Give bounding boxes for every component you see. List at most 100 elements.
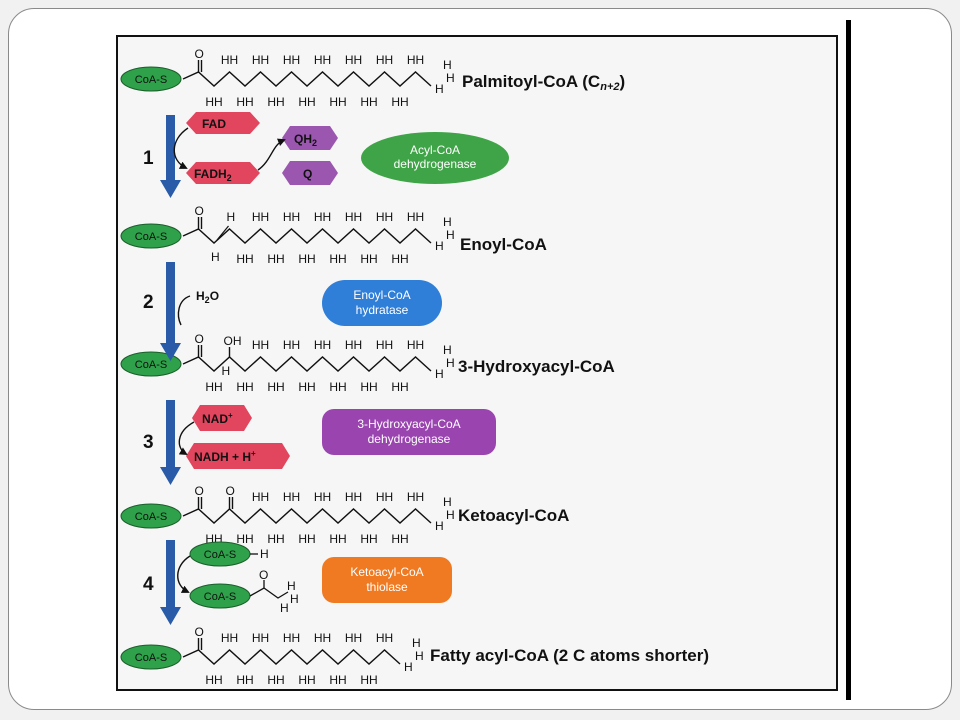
svg-text:HH: HH [407,53,424,67]
svg-text:HH: HH [314,210,331,224]
svg-text:HH: HH [329,673,346,687]
svg-text:HH: HH [345,631,362,645]
carbon-chain [182,71,432,87]
coa-tag [120,351,182,377]
nadh-label: NADH + H+ [194,449,256,464]
svg-text:dehydrogenase: dehydrogenase [394,157,477,171]
reaction-arrow-2 [160,262,181,361]
coa-tag [120,66,182,92]
svg-text:HH: HH [360,532,377,546]
svg-text:HH: HH [252,53,269,67]
svg-text:H: H [415,649,424,663]
svg-text:HH: HH [252,490,269,504]
svg-text:HH: HH [221,53,238,67]
svg-text:HH: HH [236,673,253,687]
svg-text:HH: HH [252,338,269,352]
nad-shape [192,405,252,431]
palmitoyl-coa-label: Palmitoyl-CoA (Cn+2) [462,72,625,93]
svg-text:O: O [226,484,235,498]
enzyme-ketoacyl-coa-thiolase: Ketoacyl-CoA thiolase [322,557,452,603]
svg-text:Acyl-CoA: Acyl-CoA [410,143,460,157]
svg-text:HH: HH [329,532,346,546]
svg-text:H: H [435,239,444,253]
svg-text:HH: HH [298,532,315,546]
svg-text:HH: HH [283,210,300,224]
svg-text:H: H [446,71,455,85]
svg-text:HH: HH [360,380,377,394]
svg-text:hydratase: hydratase [356,303,409,317]
svg-text:HH: HH [391,252,408,266]
svg-text:H: H [412,636,421,650]
svg-text:H: H [446,228,455,242]
svg-text:H: H [260,547,269,561]
quinone-cofactors: QH2 Q [257,126,338,185]
svg-text:H: H [404,660,413,674]
svg-text:HH: HH [283,53,300,67]
coash-cofactor: CoA-S H [177,541,269,593]
svg-text:HH: HH [221,631,238,645]
water-cofactor: H2O [177,289,219,326]
carbon-chain [182,649,401,665]
water-label: H2O [196,289,219,305]
svg-text:HH: HH [391,380,408,394]
svg-text:HH: HH [298,252,315,266]
svg-text:HH: HH [329,95,346,109]
svg-text:HH: HH [236,380,253,394]
svg-text:H: H [211,250,220,264]
enzyme-3-hydroxyacyl-coa-dehydrogenase: 3-Hydroxyacyl-CoA dehydrogenase [322,409,496,455]
carbon-chain [182,228,432,244]
reaction-arrow-3 [160,400,181,485]
svg-text:H: H [222,364,231,378]
svg-text:HH: HH [205,673,222,687]
svg-text:H: H [443,343,452,357]
svg-text:O: O [195,332,204,346]
svg-text:HH: HH [314,53,331,67]
fad-fadh2-cofactors: FAD FADH2 [173,112,260,184]
svg-text:HH: HH [376,210,393,224]
svg-text:Ketoacyl-CoA: Ketoacyl-CoA [350,565,423,579]
svg-text:O: O [195,625,204,639]
coa-tag [120,644,182,670]
fatty-acyl-coa-label: Fatty acyl-CoA (2 C atoms shorter) [430,646,709,665]
enzyme-enoyl-coa-hydratase: Enoyl-CoA hydratase [322,280,442,326]
reaction-arrow-1 [160,115,181,198]
svg-text:HH: HH [283,490,300,504]
svg-text:HH: HH [205,380,222,394]
q-label: Q [303,167,312,181]
svg-text:H: H [443,215,452,229]
svg-text:HH: HH [314,631,331,645]
fad-shape [186,112,260,134]
svg-text:O: O [195,47,204,61]
svg-text:O: O [259,568,268,582]
svg-text:H: H [443,495,452,509]
svg-text:H: H [446,508,455,522]
qh2-shape [282,126,338,150]
svg-text:HH: HH [407,210,424,224]
svg-text:HH: HH [391,532,408,546]
coa-tag [120,503,182,529]
svg-text:H: H [446,356,455,370]
svg-text:HH: HH [360,95,377,109]
hydroxyacyl-coa-label: 3-Hydroxyacyl-CoA [458,357,615,376]
svg-text:HH: HH [298,673,315,687]
svg-text:HH: HH [267,532,284,546]
step-number-2: 2 [143,292,154,313]
coa-tag-label: CoA-S [135,74,167,86]
coa-tag-label: CoA-S [135,652,167,664]
nad-nadh-cofactors: NAD+ NADH + H+ [178,405,290,469]
svg-text:HH: HH [314,338,331,352]
ketoacyl-coa-label: Ketoacyl-CoA [458,506,569,525]
svg-text:H: H [435,519,444,533]
nadh-shape [186,443,290,469]
svg-text:O: O [195,484,204,498]
svg-text:H: H [443,58,452,72]
svg-text:HH: HH [329,380,346,394]
svg-text:HH: HH [376,490,393,504]
carbon-chain [182,356,432,372]
reaction-arrow-4 [160,540,181,625]
step-number-3: 3 [143,432,154,453]
svg-text:H: H [287,579,296,593]
svg-text:HH: HH [267,380,284,394]
